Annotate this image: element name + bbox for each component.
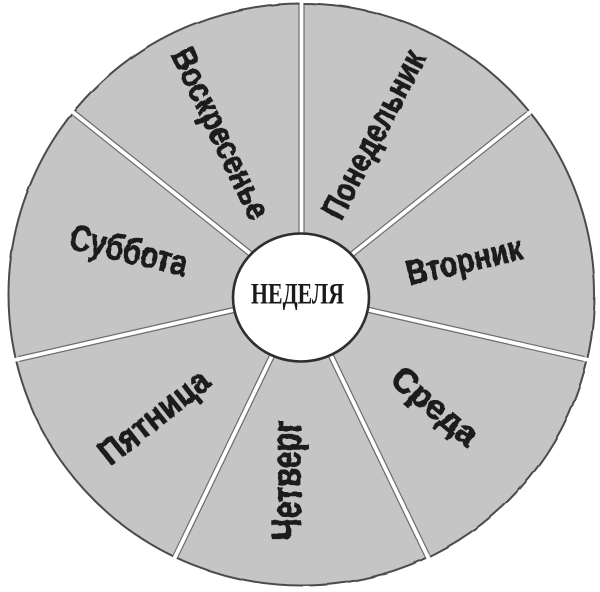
svg-text:НЕДЕЛЯ: НЕДЕЛЯ	[251, 277, 344, 310]
svg-text:Четверг: Четверг	[263, 420, 310, 540]
